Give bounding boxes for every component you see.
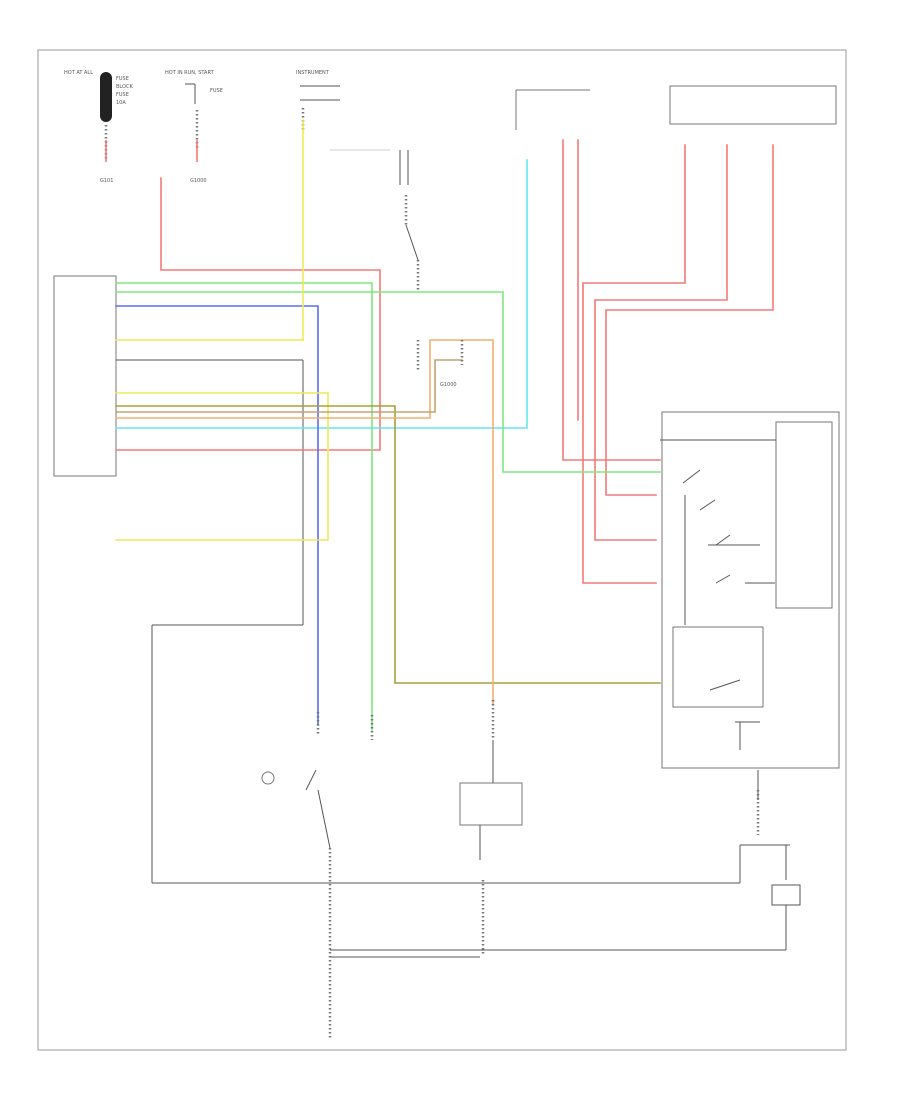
source-3: INSTRUMENT	[296, 70, 340, 130]
wire-red-center	[562, 139, 661, 461]
svg-text:FUSE: FUSE	[210, 88, 223, 94]
svg-text:FUSE: FUSE	[116, 92, 129, 98]
wire-green-2	[115, 282, 373, 731]
wire-tan	[115, 359, 463, 413]
wire-red-right-3	[605, 144, 774, 496]
svg-text:HOT AT ALL: HOT AT ALL	[64, 70, 93, 76]
relay-module-right	[660, 411, 840, 950]
ground-label-left: G101	[100, 178, 113, 184]
wire-orange	[115, 339, 494, 706]
diagram-border	[37, 49, 847, 1051]
ground-label-pcm: G1000	[440, 382, 457, 388]
wire-red-right-1	[582, 144, 686, 584]
wire-blue	[115, 305, 319, 726]
svg-text:BLOCK: BLOCK	[116, 84, 133, 90]
wire-yellow-2	[115, 392, 329, 541]
svg-text:INSTRUMENT: INSTRUMENT	[296, 70, 330, 76]
ground-label-center: G1000	[190, 178, 207, 184]
svg-text:HOT IN RUN, START: HOT IN RUN, START	[165, 70, 215, 76]
fuse-block-top-left: HOT AT ALL FUSE BLOCK FUSE 10A G101	[64, 70, 133, 184]
module-top-right	[515, 85, 837, 130]
wire-cyan	[115, 159, 528, 429]
wire-olive	[115, 405, 661, 684]
wire-green-1	[115, 291, 661, 473]
control-module-left	[53, 275, 741, 884]
wire-red-right-2	[594, 144, 728, 541]
component-labels-center	[330, 149, 420, 290]
source-2: HOT IN RUN, START FUSE G1000	[165, 70, 223, 184]
wire-red-left	[115, 177, 381, 451]
svg-text:FUSE: FUSE	[116, 76, 129, 82]
svg-text:10A: 10A	[116, 100, 126, 106]
bottom-switches	[261, 740, 786, 1040]
